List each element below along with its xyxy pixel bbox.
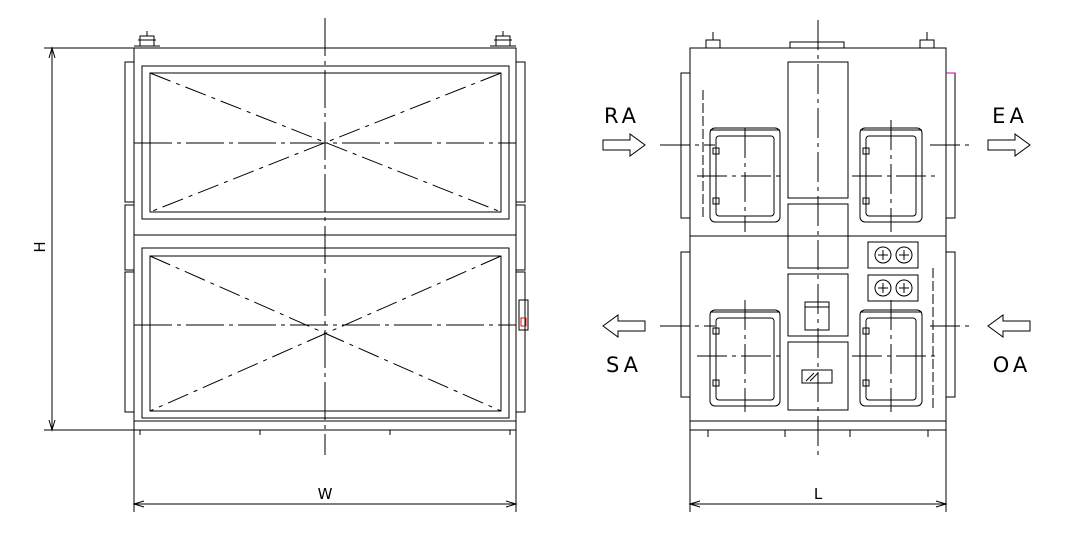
front-view (124, 18, 529, 455)
length-dimension (688, 430, 948, 512)
lifting-lug-left (134, 31, 160, 47)
height-dimension (44, 46, 134, 432)
arrow-outdoor-air-in (987, 314, 1031, 338)
connection-box-upper (867, 241, 919, 269)
front-base-feet (139, 430, 511, 435)
inner-dashed-lines (702, 90, 934, 410)
width-dimension (132, 430, 518, 512)
height-label: H (31, 241, 49, 252)
arrow-supply-air-out (602, 314, 646, 338)
arrow-return-air-in (602, 133, 646, 157)
side-centerlines (660, 20, 970, 455)
side-lug-right (914, 32, 940, 49)
width-label: W (318, 485, 333, 503)
front-side-flanges (124, 61, 526, 413)
gauge-box (804, 301, 830, 331)
connection-box-lower (867, 274, 919, 302)
side-handle-red (518, 299, 529, 331)
arrow-exhaust-air-out (987, 133, 1031, 157)
front-centerlines (134, 18, 516, 455)
lifting-lug-right (490, 31, 516, 47)
supply-air-label: SA (606, 353, 642, 377)
exhaust-air-label: EA (992, 104, 1028, 128)
side-base-feet (707, 430, 929, 437)
top-collar (789, 41, 845, 49)
side-lug-left (700, 32, 726, 49)
front-base (133, 420, 517, 431)
nameplate (801, 369, 833, 384)
outdoor-air-label: OA (993, 353, 1032, 377)
return-air-label: RA (604, 104, 640, 128)
length-label: L (814, 485, 823, 503)
side-view (660, 20, 970, 455)
